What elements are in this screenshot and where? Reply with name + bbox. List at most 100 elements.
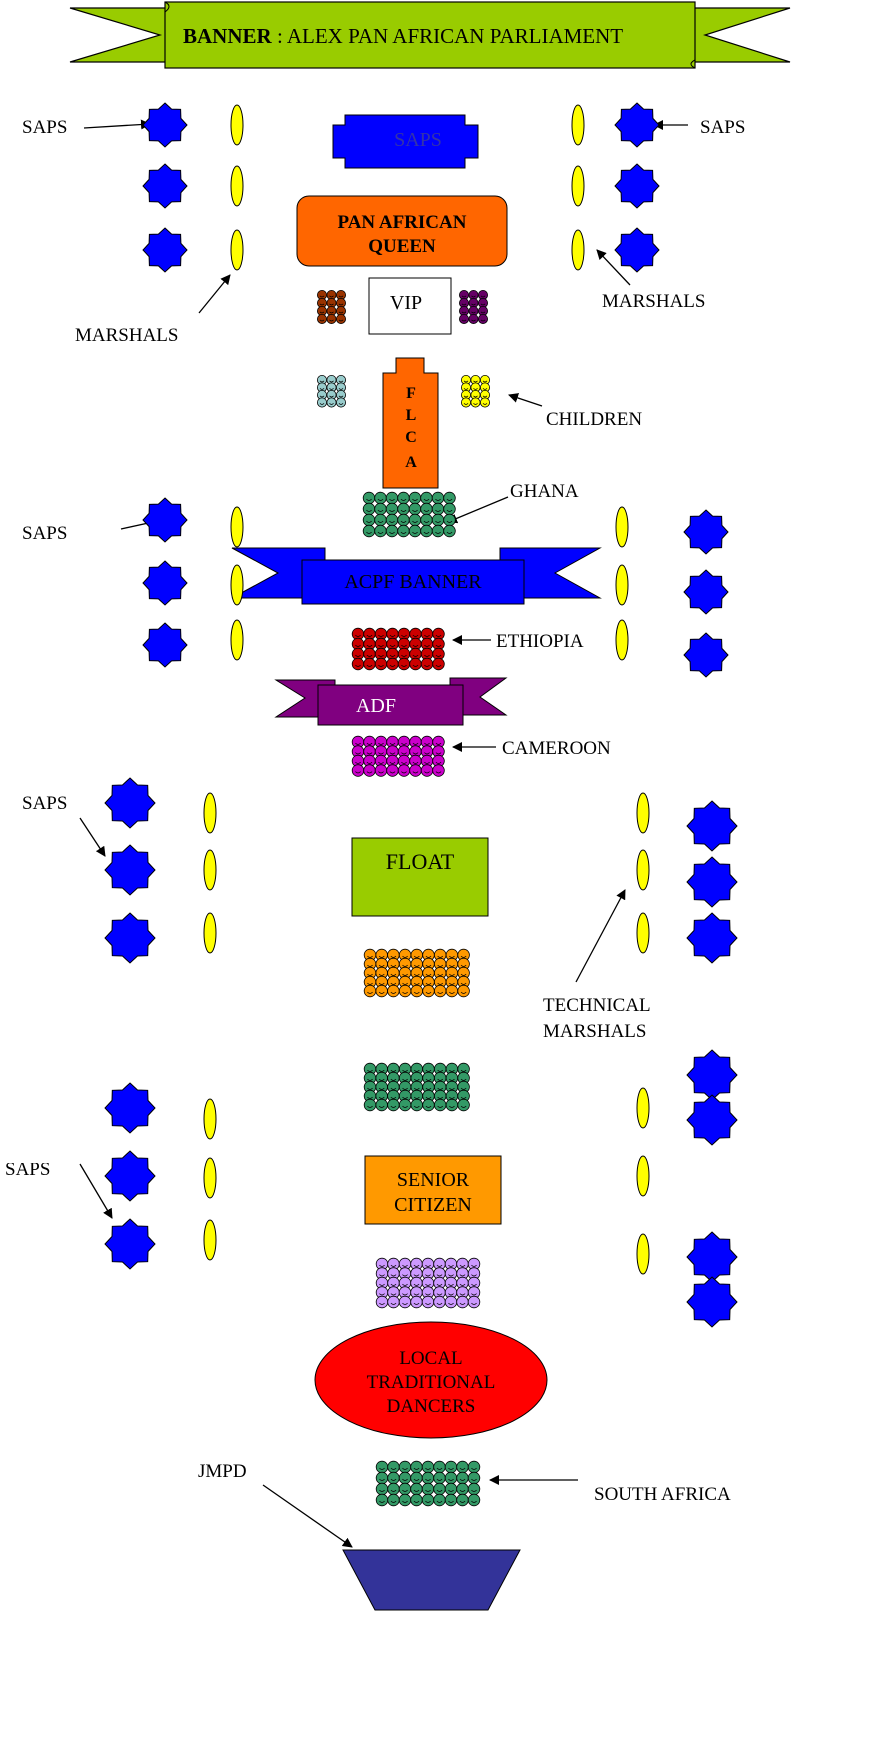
saps-label-top-left: SAPS bbox=[22, 117, 67, 138]
ellipse-icon bbox=[203, 1219, 217, 1261]
saps-label-mid: SAPS bbox=[22, 523, 67, 544]
smiley-face-icon bbox=[433, 1267, 446, 1280]
dancers-ellipse: LOCAL TRADITIONAL DANCERS bbox=[314, 1321, 548, 1439]
jmpd-vehicle bbox=[342, 1549, 521, 1611]
smiley-face-icon bbox=[375, 1493, 389, 1507]
smiley-face-icon bbox=[420, 502, 433, 516]
banner-title: BANNER : ALEX PAN AFRICAN PARLIAMENT bbox=[183, 24, 623, 48]
smiley-face-icon bbox=[408, 513, 422, 527]
ellipse-icon bbox=[571, 229, 585, 271]
dancers-label-1: LOCAL bbox=[399, 1348, 462, 1369]
star-icon bbox=[104, 1218, 156, 1270]
smiley-face-icon bbox=[374, 764, 388, 777]
smiley-face-icon bbox=[397, 524, 410, 538]
marshals-label-right: MARSHALS bbox=[602, 291, 705, 312]
dancers-label-2: TRADITIONAL bbox=[367, 1372, 496, 1393]
ellipse-icon bbox=[203, 1098, 217, 1140]
smiley-face-icon bbox=[398, 1493, 412, 1507]
saps-label-cut: SAPS bbox=[5, 1159, 50, 1180]
smiley-face-icon bbox=[335, 305, 346, 316]
smiley-face-icon bbox=[398, 1460, 412, 1474]
smiley-face-icon bbox=[477, 313, 488, 324]
acpf-banner: ACPF BANNER bbox=[231, 547, 602, 605]
vip-group-right bbox=[458, 289, 488, 324]
queen-label-2: QUEEN bbox=[368, 236, 436, 257]
saps-label-lower: SAPS bbox=[22, 793, 67, 814]
smiley-face-icon bbox=[477, 305, 488, 316]
smiley-face-icon bbox=[421, 1482, 435, 1496]
cameroon-group bbox=[351, 735, 445, 777]
smiley-face-icon bbox=[433, 1471, 446, 1485]
smiley-face-icon bbox=[420, 657, 434, 671]
float-vertical-f: F bbox=[406, 385, 416, 402]
smiley-face-icon bbox=[398, 1098, 412, 1112]
saps-officers bbox=[104, 102, 738, 1328]
smiley-face-icon bbox=[420, 491, 433, 505]
ethiopia-group bbox=[351, 627, 445, 671]
smiley-face-icon bbox=[397, 657, 411, 671]
smiley-face-icon bbox=[460, 397, 471, 408]
ellipse-icon bbox=[615, 506, 629, 548]
children-label: CHILDREN bbox=[546, 409, 642, 430]
south-africa-group bbox=[375, 1460, 481, 1507]
smiley-face-icon bbox=[409, 657, 422, 671]
smiley-face-icon bbox=[398, 1482, 412, 1496]
star-icon bbox=[142, 227, 188, 273]
smiley-face-icon bbox=[432, 764, 445, 777]
smiley-face-icon bbox=[387, 1482, 400, 1496]
smiley-face-icon bbox=[422, 1089, 435, 1103]
smiley-face-icon bbox=[421, 1460, 435, 1474]
arrow-technical bbox=[575, 889, 626, 983]
ellipse-icon bbox=[230, 104, 244, 146]
star-icon bbox=[614, 227, 660, 273]
star-icon bbox=[683, 569, 729, 615]
lavender-group bbox=[375, 1257, 481, 1309]
smiley-face-icon bbox=[409, 764, 422, 777]
arrow-saps-top-left bbox=[83, 119, 151, 130]
smiley-face-icon bbox=[387, 1295, 400, 1309]
participant-groups bbox=[316, 289, 490, 1507]
smiley-face-icon bbox=[433, 1493, 446, 1507]
smiley-face-icon bbox=[456, 1295, 469, 1309]
smiley-face-icon bbox=[434, 1098, 447, 1112]
star-icon bbox=[142, 102, 188, 148]
ellipse-icon bbox=[230, 619, 244, 661]
smiley-face-icon bbox=[431, 524, 445, 538]
children-group-right bbox=[460, 374, 490, 408]
star-icon bbox=[686, 1049, 738, 1101]
smiley-face-icon bbox=[443, 513, 456, 527]
star-icon bbox=[614, 102, 660, 148]
star-icon bbox=[142, 560, 188, 606]
ellipse-icon bbox=[230, 165, 244, 207]
smiley-face-icon bbox=[397, 764, 411, 777]
arrow-marshals-left bbox=[198, 274, 231, 314]
arrow-marshals-right bbox=[596, 249, 631, 286]
smiley-face-icon bbox=[362, 502, 376, 516]
smiley-face-icon bbox=[432, 627, 445, 641]
smiley-face-icon bbox=[470, 397, 481, 408]
smiley-face-icon bbox=[408, 491, 422, 505]
star-icon bbox=[686, 1094, 738, 1146]
ghana-group bbox=[362, 491, 456, 538]
star-icon bbox=[686, 800, 738, 852]
smiley-face-icon bbox=[479, 397, 490, 408]
smiley-face-icon bbox=[326, 313, 337, 324]
smiley-face-icon bbox=[457, 984, 470, 998]
smiley-face-icon bbox=[420, 764, 434, 777]
smiley-face-icon bbox=[456, 1493, 469, 1507]
ellipse-icon bbox=[636, 1233, 650, 1275]
ellipse-icon bbox=[636, 912, 650, 954]
float-box-label: FLOAT bbox=[386, 849, 455, 874]
ellipse-icon bbox=[203, 849, 217, 891]
ellipse-icon bbox=[230, 229, 244, 271]
smiley-face-icon bbox=[398, 1471, 412, 1485]
acpf-banner-label: ACPF BANNER bbox=[344, 571, 482, 593]
smiley-face-icon bbox=[422, 984, 435, 998]
ethiopia-label: ETHIOPIA bbox=[496, 631, 584, 652]
smiley-face-icon bbox=[467, 1267, 481, 1280]
vertical-float: F L C A bbox=[382, 357, 439, 489]
smiley-face-icon bbox=[397, 513, 410, 527]
smiley-face-icon bbox=[363, 1098, 377, 1112]
smiley-face-icon bbox=[326, 397, 337, 408]
star-icon bbox=[104, 1150, 156, 1202]
